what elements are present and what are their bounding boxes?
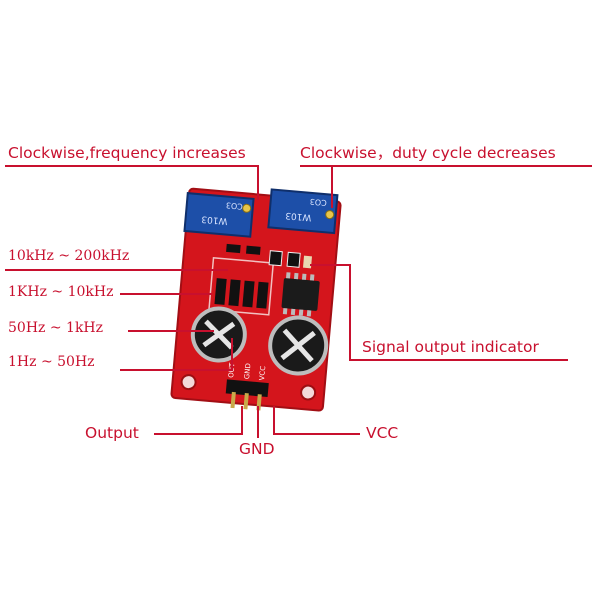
- output-pin-label: Output: [85, 424, 139, 442]
- gnd-pin-label: GND: [239, 440, 275, 458]
- signal-indicator-label: Signal output indicator: [362, 338, 539, 356]
- svg-text:W103: W103: [201, 213, 228, 225]
- callout-lines: [5, 165, 592, 438]
- mount-hole: [180, 374, 197, 391]
- frequency-pot-label: Clockwise,frequency increases: [8, 144, 246, 162]
- pin-vcc-label: VCC: [258, 366, 267, 381]
- svg-text:CO3: CO3: [309, 197, 327, 207]
- pin-header: [225, 379, 269, 411]
- range-1-50-label: 1Hz ~ 50Hz: [8, 354, 95, 370]
- mount-hole: [300, 384, 317, 401]
- duty-pot-label: Clockwise，duty cycle decreases: [300, 144, 556, 162]
- pin-gnd-label: GND: [243, 363, 252, 380]
- svg-text:CO3: CO3: [226, 200, 244, 210]
- jumper-header: [208, 256, 275, 316]
- frequency-potentiometer: W103 CO3: [183, 192, 255, 238]
- capacitor-right: [268, 315, 329, 376]
- pcb-body: OUT GND VCC: [170, 187, 342, 412]
- adjust-screw-icon: [325, 210, 335, 220]
- ne555-chip: [281, 272, 320, 317]
- duty-potentiometer: W103 CO3: [267, 188, 339, 235]
- range-50-1k-label: 50Hz ~ 1kHz: [8, 320, 104, 336]
- range-10k-200k-label: 10kHz ~ 200kHz: [8, 248, 130, 264]
- adjust-screw-icon: [242, 203, 252, 213]
- capacitor-left: [190, 306, 247, 363]
- vcc-pin-label: VCC: [366, 424, 399, 442]
- svg-text:W103: W103: [285, 210, 312, 222]
- range-1k-10k-label: 1KHz ~ 10kHz: [8, 284, 114, 300]
